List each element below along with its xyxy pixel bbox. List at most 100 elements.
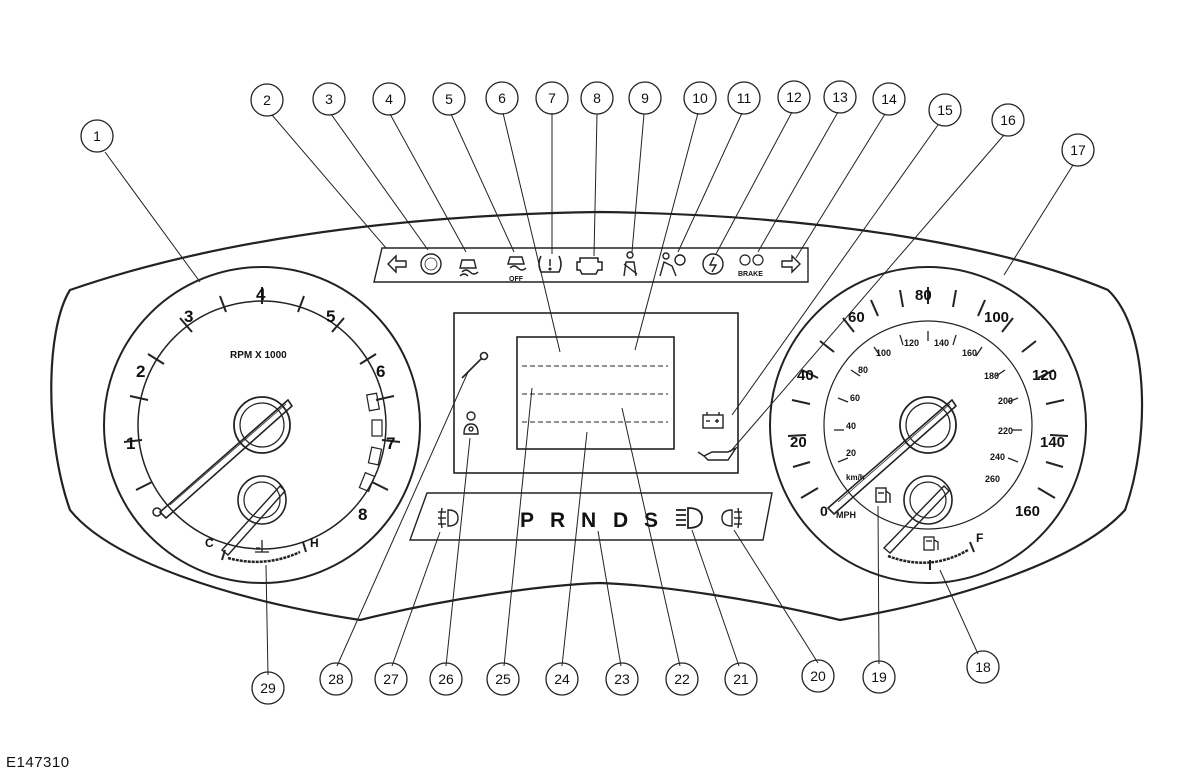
- svg-text:10: 10: [692, 90, 708, 106]
- tach-number-4: 4: [256, 285, 266, 304]
- center-display: [453, 312, 739, 474]
- mph-number-0: 0: [820, 503, 828, 519]
- svg-text:23: 23: [614, 671, 630, 687]
- callout-18: 18: [966, 650, 1000, 684]
- figure-id: E147310: [6, 754, 70, 771]
- svg-text:29: 29: [260, 680, 276, 696]
- callout-21: 21: [724, 662, 758, 696]
- callout-3: 3: [312, 82, 346, 116]
- fuel-gauge: F: [882, 475, 983, 570]
- kmh-number-120: 120: [904, 338, 919, 348]
- callout-13: 13: [823, 80, 857, 114]
- check-engine-icon: [576, 257, 603, 275]
- park-brake-warning-icon: [702, 253, 724, 275]
- kmh-number-60: 60: [850, 393, 860, 403]
- callout-25: 25: [486, 662, 520, 696]
- tach-number-1: 1: [126, 434, 135, 453]
- airbag-warning-icon: [659, 252, 686, 277]
- svg-text:2: 2: [263, 92, 271, 108]
- abs-warning-icon: [420, 253, 442, 275]
- rear-fog-lamp-icon: [721, 507, 742, 529]
- callout-11: 11: [727, 81, 761, 115]
- mph-unit-label: MPH: [836, 510, 856, 520]
- mph-number-120: 120: [1032, 367, 1057, 384]
- kmh-number-140: 140: [934, 338, 949, 348]
- svg-text:25: 25: [495, 671, 511, 687]
- callout-4: 4: [372, 82, 406, 116]
- fuel-pump-icon: [923, 536, 939, 551]
- temp-cold-label: C: [205, 536, 214, 550]
- right-turn-arrow-icon: [781, 254, 801, 274]
- speedometer-inner-ticks: [834, 331, 1022, 463]
- gear-s: S: [644, 509, 658, 532]
- tach-number-7: 7: [386, 434, 395, 453]
- svg-text:6: 6: [498, 90, 506, 106]
- speedometer-outer-ticks: [787, 287, 1069, 499]
- svg-text:20: 20: [810, 668, 826, 684]
- tach-number-2: 2: [136, 362, 145, 381]
- mph-number-60: 60: [848, 309, 865, 326]
- kmh-number-160: 160: [962, 348, 977, 358]
- tach-number-3: 3: [184, 307, 193, 326]
- oil-pressure-warning-icon: [697, 446, 739, 461]
- callout-23: 23: [605, 662, 639, 696]
- temperature-gauge: C H: [205, 475, 319, 564]
- svg-text:19: 19: [871, 669, 887, 685]
- callout-8: 8: [580, 81, 614, 115]
- gear-n: N: [581, 509, 596, 532]
- fuel-full-label: F: [976, 531, 983, 545]
- svg-text:27: 27: [383, 671, 399, 687]
- svg-text:1: 1: [93, 128, 101, 144]
- svg-text:18: 18: [975, 659, 991, 675]
- kmh-number-200: 200: [998, 396, 1013, 406]
- svg-text:28: 28: [328, 671, 344, 687]
- callouts: 1 2 3 4 5 6 7 8 9 10 11 12 13 14 15 16 1…: [80, 80, 1095, 705]
- gear-r: R: [550, 509, 565, 532]
- stability-control-off-icon: [507, 256, 527, 271]
- svg-text:14: 14: [881, 91, 897, 107]
- kmh-number-20: 20: [846, 448, 856, 458]
- kmh-number-220: 220: [998, 426, 1013, 436]
- svg-text:5: 5: [445, 91, 453, 107]
- tach-needle: [158, 398, 294, 520]
- tach-number-8: 8: [358, 505, 367, 524]
- callout-26: 26: [429, 662, 463, 696]
- callout-2: 2: [250, 83, 284, 117]
- mph-number-100: 100: [984, 309, 1009, 326]
- svg-text:4: 4: [385, 91, 393, 107]
- kmh-number-260: 260: [985, 474, 1000, 484]
- svg-text:17: 17: [1070, 142, 1086, 158]
- callout-6: 6: [485, 81, 519, 115]
- kmh-number-240: 240: [990, 452, 1005, 462]
- kmh-number-80: 80: [858, 365, 868, 375]
- callout-7: 7: [535, 81, 569, 115]
- svg-text:21: 21: [733, 671, 749, 687]
- callout-15: 15: [928, 93, 962, 127]
- message-center-screen: [516, 336, 675, 450]
- callout-27: 27: [374, 662, 408, 696]
- service-wrench-icon: [461, 351, 489, 379]
- gear-d: D: [613, 509, 628, 532]
- speedometer: 0 20 40 60 80 100 120 140 160 20 40 60 8…: [769, 266, 1087, 584]
- svg-text:15: 15: [937, 102, 953, 118]
- svg-text:16: 16: [1000, 112, 1016, 128]
- kmh-number-40: 40: [846, 421, 856, 431]
- callout-9: 9: [628, 81, 662, 115]
- tachometer-ticks: [123, 287, 401, 491]
- temp-hot-label: H: [310, 536, 319, 550]
- tachometer: 1 2 3 4 5 6 7 8 RPM X 1000 C H: [103, 266, 421, 584]
- callout-29: 29: [251, 671, 285, 705]
- left-turn-arrow-icon: [387, 254, 407, 274]
- callout-10: 10: [683, 81, 717, 115]
- tach-number-6: 6: [376, 362, 385, 381]
- seatbelt-warning-icon: [623, 251, 638, 277]
- fuel-needle: [882, 485, 950, 554]
- mph-number-140: 140: [1040, 434, 1065, 451]
- front-fog-lamp-icon: [438, 507, 459, 529]
- gear-p: P: [520, 509, 534, 532]
- mph-number-160: 160: [1015, 503, 1040, 520]
- cluster-housing: [50, 210, 1144, 622]
- mph-number-80: 80: [915, 287, 932, 304]
- kmh-number-100: 100: [876, 348, 891, 358]
- svg-text:12: 12: [786, 89, 802, 105]
